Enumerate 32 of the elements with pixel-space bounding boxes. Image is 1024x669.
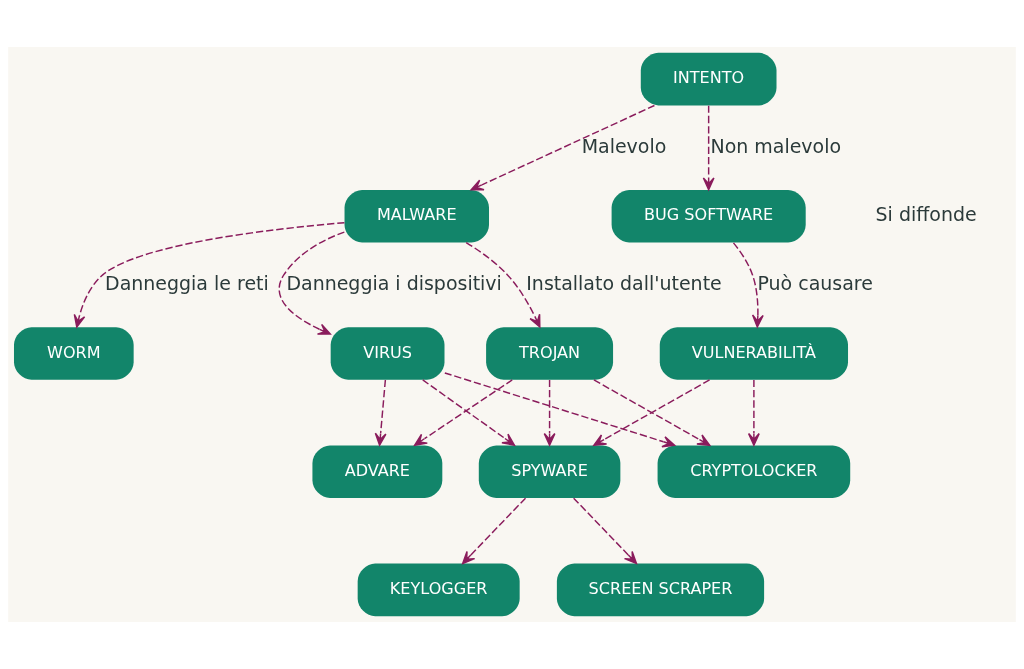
node-box: TROJAN [486,327,614,380]
arrow [465,241,541,328]
edge-label: Malevolo [581,134,667,157]
node-box: MALWARE [344,190,489,243]
arrow [374,379,387,446]
node-box: SCREEN SCRAPER [556,563,765,617]
arrow [461,497,527,565]
arrow [470,104,656,191]
arrow [747,379,760,446]
arrow [732,242,764,328]
node-box: KEYLOGGER [357,563,520,617]
edge-label: Non malevolo [710,134,842,157]
arrow [572,497,638,565]
edge-label: Danneggia i dispositivi [286,271,502,294]
node-box: BUG SOFTWARE [611,190,806,243]
node-box: SPYWARE [478,445,621,498]
node-box: VIRUS [330,327,445,380]
label: Si diffonde [875,203,977,226]
node-box: CRYPTOLOCKER [657,445,851,498]
node-box: VULNERABILITÀ [659,327,848,380]
node-box: WORM [14,327,134,380]
arrow [73,221,346,328]
edge-label: Danneggia le reti [105,271,269,294]
node-box: ADVARE [312,445,443,498]
arrow [278,231,346,335]
node-box: INTENTO [640,52,777,106]
arrow [543,379,556,446]
arrow [702,105,715,191]
edge-label: Installato dall'utente [526,271,722,294]
arrow [444,372,676,448]
edge-label: Può causare [757,271,873,294]
arrow [593,379,711,446]
